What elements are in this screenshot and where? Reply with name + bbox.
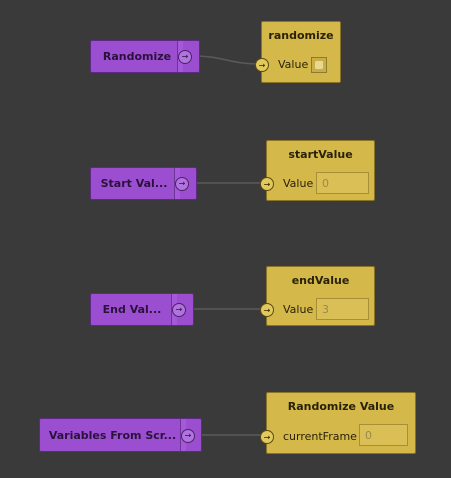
input-port-arrow-right-icon[interactable]: → bbox=[260, 430, 274, 444]
variable-node-title: startValue bbox=[288, 148, 353, 161]
output-port-arrow-right-icon[interactable]: → bbox=[178, 50, 192, 64]
checkbox-fill bbox=[315, 61, 323, 69]
source-node-variables-from-script[interactable]: Variables From Scr... → bbox=[39, 418, 202, 452]
output-port-arrow-right-icon[interactable]: → bbox=[181, 429, 195, 443]
variable-node-end-value[interactable]: endValue → Value 3 bbox=[260, 266, 375, 326]
variable-port-label: Value bbox=[278, 58, 309, 71]
value-input[interactable]: 0 bbox=[359, 424, 408, 446]
source-node-label: End Val... bbox=[102, 303, 162, 316]
value-checkbox[interactable] bbox=[311, 57, 327, 73]
variable-port-label: Value bbox=[283, 303, 314, 316]
input-port-arrow-right-icon[interactable]: → bbox=[260, 303, 274, 317]
variable-port-label: currentFrame bbox=[283, 430, 357, 443]
input-port-arrow-right-icon[interactable]: → bbox=[260, 177, 274, 191]
source-node-label: Start Val... bbox=[100, 177, 168, 190]
source-node-end-value[interactable]: End Val... → bbox=[90, 293, 194, 326]
output-port-arrow-right-icon[interactable]: → bbox=[175, 177, 189, 191]
variable-node-title: endValue bbox=[291, 274, 350, 287]
source-node-randomize[interactable]: Randomize → bbox=[90, 40, 200, 73]
source-node-label: Randomize bbox=[102, 50, 172, 63]
variable-node-randomize-value[interactable]: Randomize Value → currentFrame 0 bbox=[260, 392, 416, 454]
variable-node-randomize[interactable]: randomize → Value bbox=[255, 21, 341, 83]
variable-node-title: randomize bbox=[268, 29, 334, 42]
value-input[interactable]: 3 bbox=[316, 298, 369, 320]
source-node-start-value[interactable]: Start Val... → bbox=[90, 167, 197, 200]
input-port-arrow-right-icon[interactable]: → bbox=[255, 58, 269, 72]
variable-node-title: Randomize Value bbox=[287, 400, 395, 413]
source-node-label: Variables From Scr... bbox=[48, 428, 177, 442]
output-port-arrow-right-icon[interactable]: → bbox=[172, 303, 186, 317]
variable-port-label: Value bbox=[283, 177, 314, 190]
value-input[interactable]: 0 bbox=[316, 172, 369, 194]
variable-node-start-value[interactable]: startValue → Value 0 bbox=[260, 140, 375, 201]
